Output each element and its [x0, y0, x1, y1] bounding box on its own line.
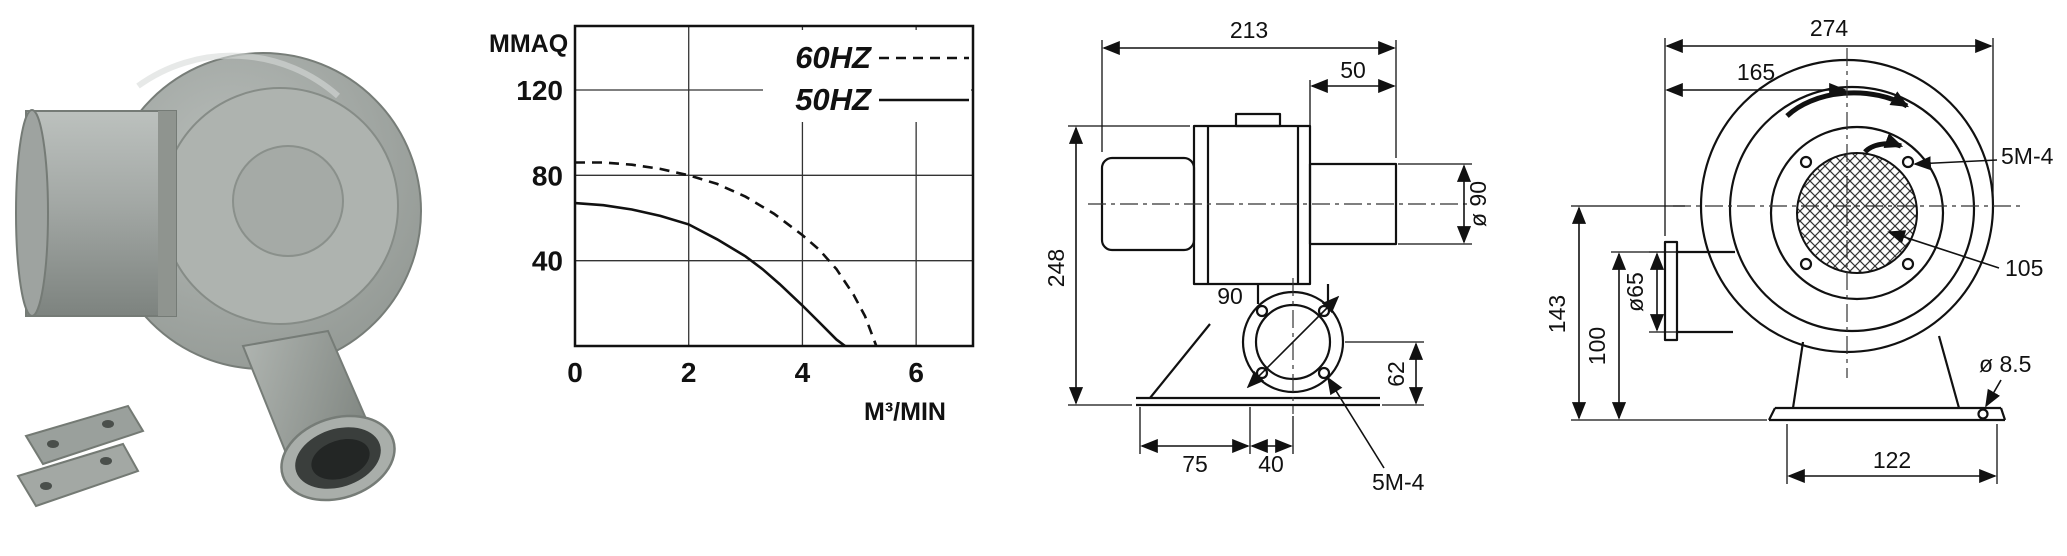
legend-background [763, 30, 971, 122]
dim-105-callout: 105 [1887, 230, 2043, 281]
dim-100: 100 [1584, 251, 1677, 420]
curve-60hz [575, 161, 878, 347]
dim-inlet-dia-label: ø 90 [1465, 181, 1491, 227]
performance-chart-panel: MMAQ 60HZ 50HZ 0 2 4 6 120 80 40 M³/MIN [465, 6, 1025, 551]
chart-legend: 60HZ 50HZ [763, 30, 971, 122]
legend-label-60hz: 60HZ [795, 40, 872, 75]
front-body-outline [1100, 112, 1398, 407]
side-bolt-label: 5M-4 [2001, 143, 2054, 169]
dim-165-label: 165 [1737, 59, 1775, 85]
y-tick-label: 120 [516, 75, 563, 106]
dim-62-label: 62 [1383, 361, 1409, 387]
front-bolt-callout: 5M-4 [1327, 376, 1425, 495]
side-center-lines [1673, 48, 2021, 378]
dim-50: 50 [1309, 57, 1396, 160]
dim-hole-callout: ø 8.5 [1979, 351, 2031, 408]
dim-213-label: 213 [1230, 17, 1268, 43]
front-bolt-label: 5M-4 [1372, 469, 1425, 495]
side-view-drawing-panel: 274 165 143 100 ø65 [1535, 6, 2065, 551]
dim-122-label: 122 [1873, 447, 1911, 473]
side-view-drawing: 274 165 143 100 ø65 [1544, 15, 2054, 484]
performance-chart: MMAQ 60HZ 50HZ 0 2 4 6 120 80 40 M³/MIN [489, 24, 975, 426]
dim-143: 143 [1544, 205, 1767, 421]
dim-bolt-circle-90: 90 [1217, 283, 1340, 389]
x-tick-label: 0 [567, 357, 583, 388]
legend-label-50hz: 50HZ [795, 82, 872, 117]
product-photo-panel [8, 6, 448, 551]
dim-274-label: 274 [1810, 15, 1849, 41]
dim-100-label: 100 [1584, 327, 1610, 365]
x-tick-label: 6 [908, 357, 924, 388]
blower-outlet [241, 329, 396, 502]
side-bolt-callout: 5M-4 [1913, 143, 2054, 171]
y-tick-label: 80 [532, 160, 563, 191]
blower-housing [104, 52, 422, 370]
y-tick-labels: 120 80 40 [516, 75, 563, 277]
product-photo [15, 52, 422, 508]
y-axis-label: MMAQ [489, 30, 568, 58]
x-tick-label: 2 [681, 357, 697, 388]
dim-248-label: 248 [1043, 249, 1069, 287]
x-axis-label: M³/MIN [864, 398, 946, 426]
dim-274: 274 [1664, 15, 1994, 236]
dim-50-label: 50 [1340, 57, 1366, 83]
dim-165: 165 [1665, 59, 1847, 98]
dim-bolt-circle-label: 90 [1217, 283, 1243, 309]
base-hole [1977, 408, 1989, 420]
dim-40: 40 [1250, 416, 1294, 477]
dim-inlet-dia-90: ø 90 [1398, 163, 1491, 245]
y-tick-label: 40 [532, 246, 563, 277]
dim-105-label: 105 [2005, 255, 2043, 281]
side-body-outline [1663, 58, 2007, 422]
dim-122: 122 [1786, 424, 1998, 484]
blower-inlet-duct [15, 109, 177, 317]
dim-75-label: 75 [1182, 451, 1208, 477]
dim-143-label: 143 [1544, 295, 1570, 333]
dim-outlet-dia-label: ø65 [1622, 272, 1648, 312]
dim-213: 213 [1101, 17, 1397, 158]
front-center-lines [1088, 203, 1478, 414]
dim-outlet-dia-65: ø65 [1622, 251, 1677, 333]
dim-62: 62 [1345, 341, 1424, 406]
front-view-drawing: 213 50 248 ø 90 [1043, 17, 1491, 495]
dim-hole-label: ø 8.5 [1979, 351, 2031, 377]
blower-base-feet [16, 404, 145, 508]
dim-40-label: 40 [1258, 451, 1284, 477]
dim-75: 75 [1139, 407, 1251, 477]
front-view-drawing-panel: 213 50 248 ø 90 [1040, 6, 1530, 551]
chart-frame [573, 24, 975, 348]
rotation-arrow-small-icon [1863, 133, 1904, 154]
dim-248: 248 [1043, 125, 1190, 406]
x-tick-label: 4 [795, 357, 811, 388]
x-tick-labels: 0 2 4 6 [567, 357, 924, 388]
curve-50hz [574, 201, 846, 348]
